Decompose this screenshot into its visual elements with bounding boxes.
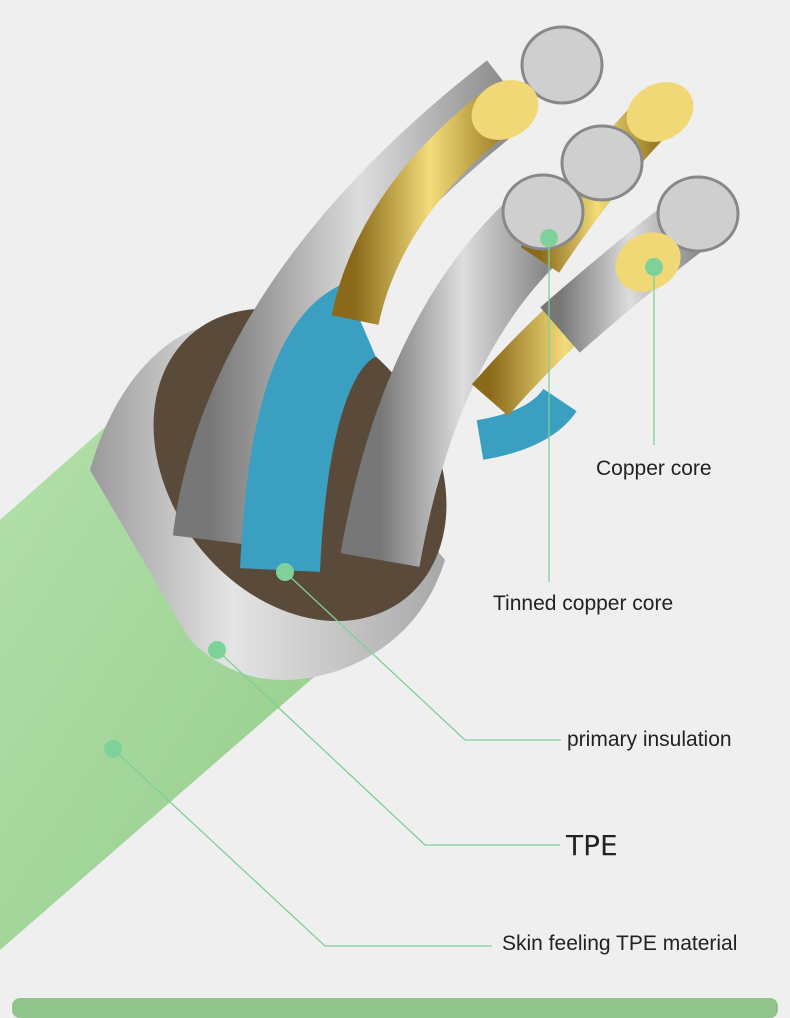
callout-skin-tpe <box>112 748 492 947</box>
label-tpe: TPE <box>566 829 618 862</box>
label-tinned-copper-core: Tinned copper core <box>493 592 674 615</box>
bottom-bar <box>12 998 778 1018</box>
tinned-wire-2 <box>340 189 572 567</box>
label-skin-tpe: Skin feeling TPE material <box>502 932 738 955</box>
tpe-jacket <box>0 405 345 950</box>
label-copper-core: Copper core <box>596 457 712 480</box>
callout-tpe <box>216 649 560 846</box>
copper-wire <box>331 85 520 326</box>
insulation-wire <box>240 283 379 572</box>
label-primary-insulation: primary insulation <box>567 728 732 751</box>
insulation-wire-2 <box>476 387 577 460</box>
callout-primary-insulation <box>284 571 561 741</box>
